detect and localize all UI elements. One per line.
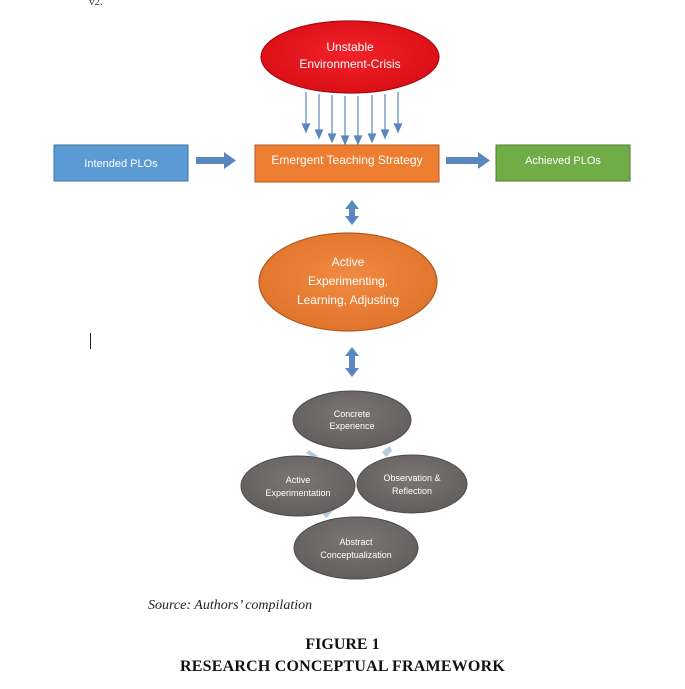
impact-arrowhead-1 — [301, 123, 311, 134]
figure-title: RESEARCH CONCEPTUAL FRAMEWORK — [180, 658, 505, 675]
observation-reflection-node: Observation & Reflection — [356, 454, 468, 514]
experimentation-label-line2: Experimentation — [265, 488, 330, 498]
emergent-teaching-strategy-node: Emergent Teaching Strategy — [254, 144, 440, 183]
top-text-fragment: v2. — [89, 0, 103, 8]
abstract-label-line1: Abstract — [339, 537, 373, 547]
active-experimentation-node: Active Experimentation — [240, 455, 356, 517]
concrete-experience-node: Concrete Experience — [292, 390, 412, 450]
crisis-impact-arrows — [301, 92, 403, 146]
experimentation-label-line1: Active — [286, 475, 311, 485]
impact-arrowhead-7 — [380, 129, 390, 140]
arrow-intended-to-strategy — [196, 152, 236, 169]
achieved-plos-label: Achieved PLOs — [525, 155, 601, 167]
double-arrow-active-cycle — [345, 347, 359, 377]
achieved-plos-node: Achieved PLOs — [495, 144, 631, 182]
double-arrow-strategy-active — [345, 200, 359, 225]
active-label-line3: Learning, Adjusting — [297, 293, 399, 307]
emergent-teaching-strategy-label: Emergent Teaching Strategy — [271, 153, 422, 167]
active-experimenting-node: Active Experimenting, Learning, Adjustin… — [258, 232, 438, 332]
impact-arrowhead-8 — [393, 123, 403, 134]
intended-plos-node: Intended PLOs — [53, 144, 189, 182]
intended-plos-label: Intended PLOs — [84, 158, 158, 170]
crisis-label-line2: Environment-Crisis — [299, 57, 400, 71]
active-label-line2: Experimenting, — [308, 274, 388, 288]
impact-arrowhead-4 — [340, 135, 350, 146]
impact-arrowhead-6 — [367, 133, 377, 144]
crisis-node: Unstable Environment-Crisis — [260, 20, 440, 94]
impact-arrowhead-2 — [314, 129, 324, 140]
observation-label-line1: Observation & — [383, 473, 440, 483]
abstract-conceptualization-node: Abstract Conceptualization — [293, 516, 419, 580]
cycle-arrow-experimentation-to-concrete — [306, 450, 318, 459]
concrete-label-line2: Experience — [329, 421, 374, 431]
observation-label-line2: Reflection — [392, 486, 432, 496]
figure-number: FIGURE 1 — [305, 636, 380, 653]
figure-source: Source: Authors’ compilation — [148, 598, 313, 613]
arrow-strategy-to-achieved — [446, 152, 490, 169]
abstract-label-line2: Conceptualization — [320, 550, 392, 560]
crisis-label-line1: Unstable — [326, 40, 374, 54]
impact-arrowhead-3 — [327, 133, 337, 144]
concrete-label-line1: Concrete — [334, 409, 371, 419]
impact-arrowhead-5 — [353, 135, 363, 146]
text-cursor-mark — [90, 333, 91, 349]
active-label-line1: Active — [332, 255, 365, 269]
